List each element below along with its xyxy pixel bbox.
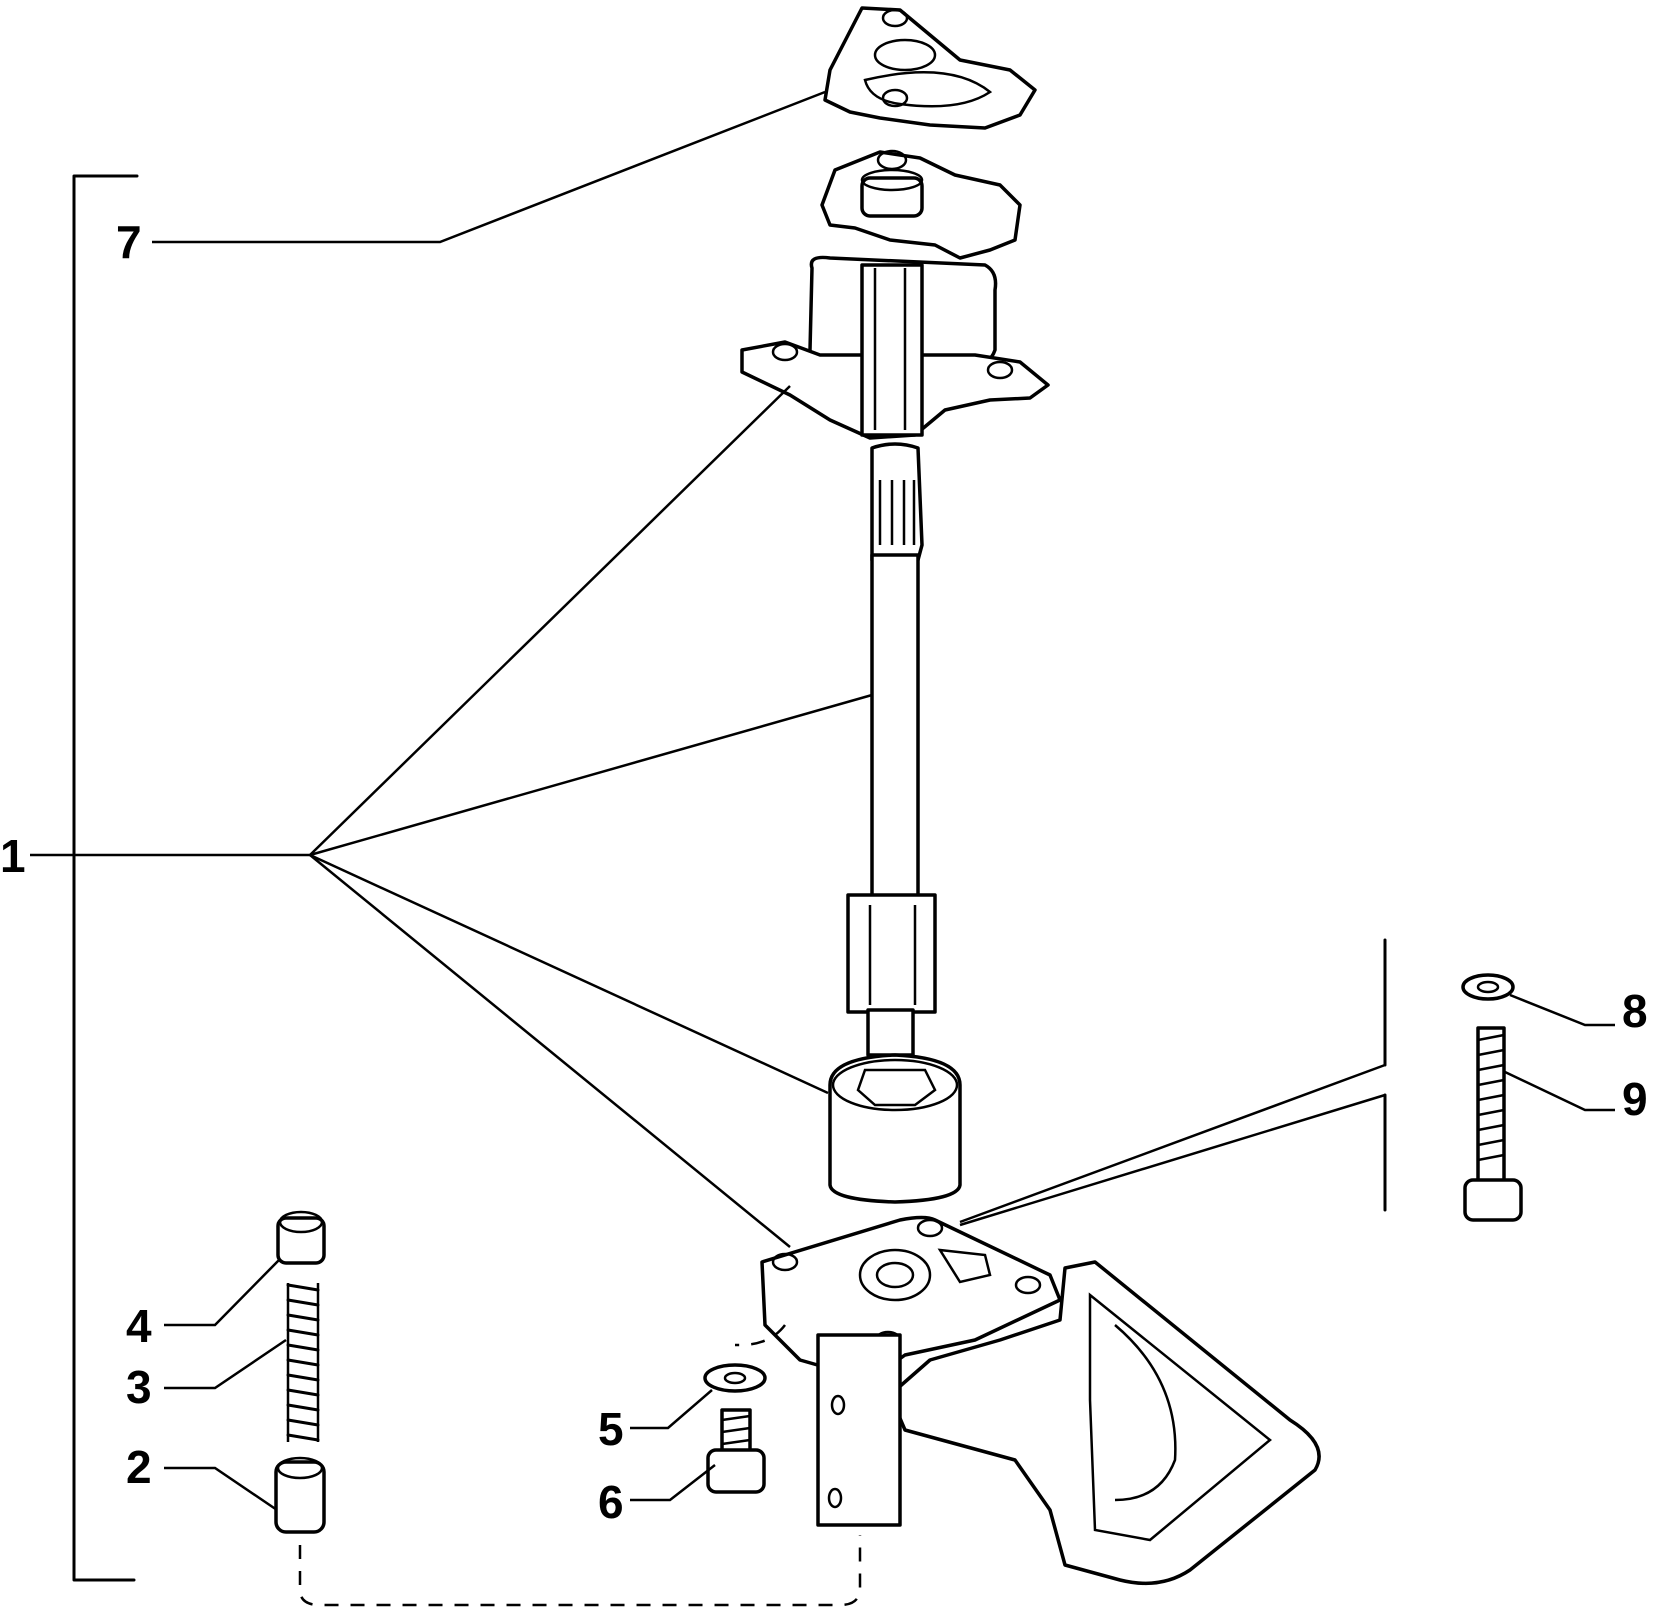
leader-lines bbox=[30, 90, 1615, 1512]
pump-body-part bbox=[760, 1215, 1321, 1586]
callout-3: 3 bbox=[126, 1361, 152, 1413]
pump-cover-part bbox=[740, 149, 1050, 440]
callout-1: 1 bbox=[0, 830, 26, 882]
callout-2: 2 bbox=[126, 1441, 152, 1493]
callout-6: 6 bbox=[598, 1476, 624, 1528]
washer-bolt-long bbox=[1461, 973, 1523, 1222]
assembly-dashed-line bbox=[298, 1535, 862, 1607]
callout-5: 5 bbox=[598, 1403, 624, 1455]
gasket-part bbox=[823, 6, 1037, 130]
washer-screw-small bbox=[703, 1363, 767, 1494]
assembly-dashed-line-2 bbox=[735, 1324, 786, 1347]
relief-valve-parts bbox=[274, 1210, 326, 1534]
rotor-part bbox=[828, 1053, 962, 1204]
callout-7: 7 bbox=[116, 216, 142, 268]
drive-shaft-part bbox=[846, 442, 937, 1057]
assembly-bracket bbox=[72, 174, 139, 1582]
callout-8: 8 bbox=[1622, 985, 1648, 1037]
callout-9: 9 bbox=[1622, 1073, 1648, 1125]
callout-4: 4 bbox=[126, 1300, 152, 1352]
